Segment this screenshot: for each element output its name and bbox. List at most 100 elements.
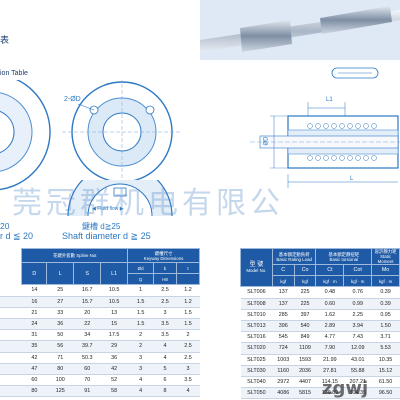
table-cell-blank bbox=[0, 352, 22, 364]
table-cell: 4 bbox=[127, 374, 154, 387]
table-cell: 3 bbox=[153, 307, 177, 319]
table-cell: 5.53 bbox=[371, 342, 400, 355]
col-cot: Cot bbox=[343, 263, 373, 277]
table-cell: 21 bbox=[21, 307, 47, 319]
table-cell: 71 bbox=[46, 352, 74, 364]
table-cell: 80 bbox=[46, 363, 74, 375]
table-cell: 2.89 bbox=[315, 320, 344, 333]
col-q: Q bbox=[127, 273, 155, 286]
col-l: L bbox=[46, 261, 75, 286]
table-cell: SLT025 bbox=[240, 354, 273, 366]
table-cell: 2.25 bbox=[343, 309, 372, 321]
table-cell: 3.5 bbox=[176, 374, 200, 387]
label-l1: L1 bbox=[326, 97, 333, 103]
table-cell: 39.7 bbox=[73, 340, 101, 353]
table-cell: 36 bbox=[100, 352, 128, 364]
table-cell-blank bbox=[0, 363, 22, 375]
col-t: t bbox=[176, 261, 200, 275]
table-cell: 1.50 bbox=[371, 320, 400, 333]
col-co: Co bbox=[293, 263, 317, 277]
col-s: S bbox=[73, 261, 102, 286]
col-od: Ød bbox=[127, 261, 155, 275]
table-cell: 3.71 bbox=[371, 331, 400, 344]
table-cell: 29 bbox=[100, 340, 128, 353]
table-cell: 1.5 bbox=[127, 307, 154, 319]
table-cell: 5815 bbox=[294, 387, 316, 400]
table-cell: 50 bbox=[46, 329, 74, 342]
label-od: ØD bbox=[263, 136, 270, 146]
table-cell: 27.81 bbox=[315, 365, 344, 377]
table-cell: 25 bbox=[46, 284, 74, 297]
table-cell: 4 bbox=[153, 352, 177, 364]
table-cell: 114.15 bbox=[315, 376, 344, 389]
label-l: L bbox=[350, 176, 354, 182]
section-title-cn: 表 bbox=[0, 35, 10, 45]
table-cell: 0.48 bbox=[315, 286, 344, 299]
label-keyway-cn: 鍵槽 d≧25 bbox=[82, 222, 121, 231]
section-drawing bbox=[250, 67, 400, 188]
table-cell: 396 bbox=[272, 320, 295, 333]
table-cell: 13 bbox=[100, 307, 128, 319]
table-cell: 179.89 bbox=[315, 387, 344, 400]
table-cell: 22 bbox=[73, 318, 101, 331]
table-cell: 1.5 bbox=[176, 318, 200, 331]
table-cell: 21.99 bbox=[315, 354, 344, 366]
table-cell: 207.21 bbox=[343, 376, 372, 389]
table-cell: 1 bbox=[127, 284, 154, 297]
table-cell: 7.43 bbox=[343, 331, 372, 344]
table1-spline-header: 花鍵外套數 Spline Nut bbox=[21, 248, 129, 263]
table-cell: 60 bbox=[73, 363, 101, 375]
table-cell: 137 bbox=[272, 298, 295, 310]
label-eq20: 20 bbox=[0, 221, 10, 231]
table-cell: 15 bbox=[100, 318, 128, 331]
watermark-url: zgwj bbox=[322, 378, 369, 399]
table-cell: 3.5 bbox=[153, 318, 177, 331]
table-cell: 0.76 bbox=[343, 286, 372, 299]
table-cell: SLT050 bbox=[240, 387, 273, 400]
table-cell: 5 bbox=[153, 363, 177, 375]
table-cell-blank bbox=[0, 284, 22, 297]
table-cell: SLT040 bbox=[240, 376, 273, 389]
table-cell-blank bbox=[0, 340, 22, 353]
table-cell: 52 bbox=[100, 374, 128, 387]
table-cell: 4.77 bbox=[315, 331, 344, 344]
table-cell: 8 bbox=[153, 385, 177, 398]
table-cell: 34 bbox=[73, 329, 101, 342]
table-cell: 3 bbox=[176, 363, 200, 375]
table-cell: 15.7 bbox=[73, 296, 101, 308]
table-cell: 285 bbox=[272, 309, 295, 321]
table-cell: 16.7 bbox=[73, 284, 101, 297]
table-cell: 91 bbox=[73, 385, 101, 398]
table-cell: 100 bbox=[46, 374, 74, 387]
table-cell-blank bbox=[0, 307, 22, 319]
table-cell: 80 bbox=[21, 385, 47, 398]
table-cell: 43.01 bbox=[343, 354, 372, 366]
product-render bbox=[200, 0, 400, 60]
table-cell: 14 bbox=[21, 284, 47, 297]
table-cell: 1.5 bbox=[127, 296, 154, 308]
table-cell: 3 bbox=[127, 352, 154, 364]
table-cell: 3.5 bbox=[153, 329, 177, 342]
table-cell: 60 bbox=[21, 374, 47, 387]
table-cell: 4 bbox=[153, 340, 177, 353]
label-2od: 2-ØD bbox=[64, 96, 81, 103]
table-cell: 540 bbox=[294, 320, 316, 333]
label-d20: r d ≦ 20 bbox=[0, 231, 34, 241]
table-cell: 27 bbox=[46, 296, 74, 308]
table-cell: 2.5 bbox=[176, 340, 200, 353]
table-cell: 849 bbox=[294, 331, 316, 344]
table-cell: 1.5 bbox=[127, 318, 154, 331]
table-cell: 20 bbox=[73, 307, 101, 319]
label-shaft-diameter: Shaft diameter d ≧ 25 bbox=[62, 231, 151, 241]
table-cell: 0.39 bbox=[371, 298, 400, 310]
